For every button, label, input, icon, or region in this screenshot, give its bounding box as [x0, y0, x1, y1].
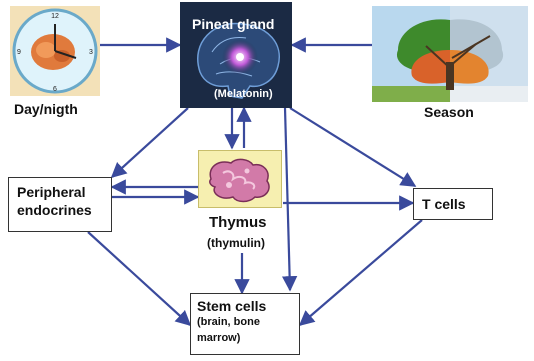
tree-four-seasons-icon: [372, 6, 528, 102]
arrow-tcells-to-stem: [300, 220, 422, 325]
season-label: Season: [424, 104, 474, 120]
thymus-label: Thymus: [209, 214, 267, 231]
peripheral-line2: endocrines: [17, 201, 103, 219]
svg-text:9: 9: [17, 49, 21, 56]
season-node: [372, 6, 528, 102]
pineal-gland-title: Pineal gland: [192, 16, 274, 32]
thymus-sublabel: (thymulin): [207, 236, 265, 250]
thymus-node: [198, 150, 282, 208]
svg-text:12: 12: [51, 13, 59, 20]
thymus-tissue-icon: [199, 151, 281, 207]
pineal-gland-node: Pineal gland (Melatonin): [180, 2, 292, 108]
t-cells-box: T cells: [413, 188, 493, 220]
arrow-pineal-to-peripheral: [112, 108, 188, 177]
day-night-label: Day/nigth: [14, 101, 78, 117]
day-night-node: 12 3 6 9: [10, 6, 100, 96]
arrow-pineal-to-stem: [285, 108, 290, 290]
svg-text:3: 3: [89, 49, 93, 56]
svg-text:6: 6: [53, 86, 57, 93]
clock-with-fetus-icon: 12 3 6 9: [10, 6, 100, 96]
peripheral-line1: Peripheral: [17, 183, 103, 201]
arrow-pineal-to-tcells: [290, 108, 415, 186]
stem-cells-box: Stem cells (brain, bone marrow): [190, 293, 300, 355]
stem-cells-line1: Stem cells: [197, 298, 293, 314]
stem-cells-line3: marrow): [197, 330, 293, 346]
stem-cells-line2: (brain, bone: [197, 314, 293, 330]
peripheral-endocrines-box: Peripheral endocrines: [8, 177, 112, 232]
arrow-peripheral-to-stem: [88, 232, 190, 325]
pineal-gland-subtitle: (Melatonin): [214, 88, 273, 100]
t-cells-label: T cells: [422, 195, 484, 213]
